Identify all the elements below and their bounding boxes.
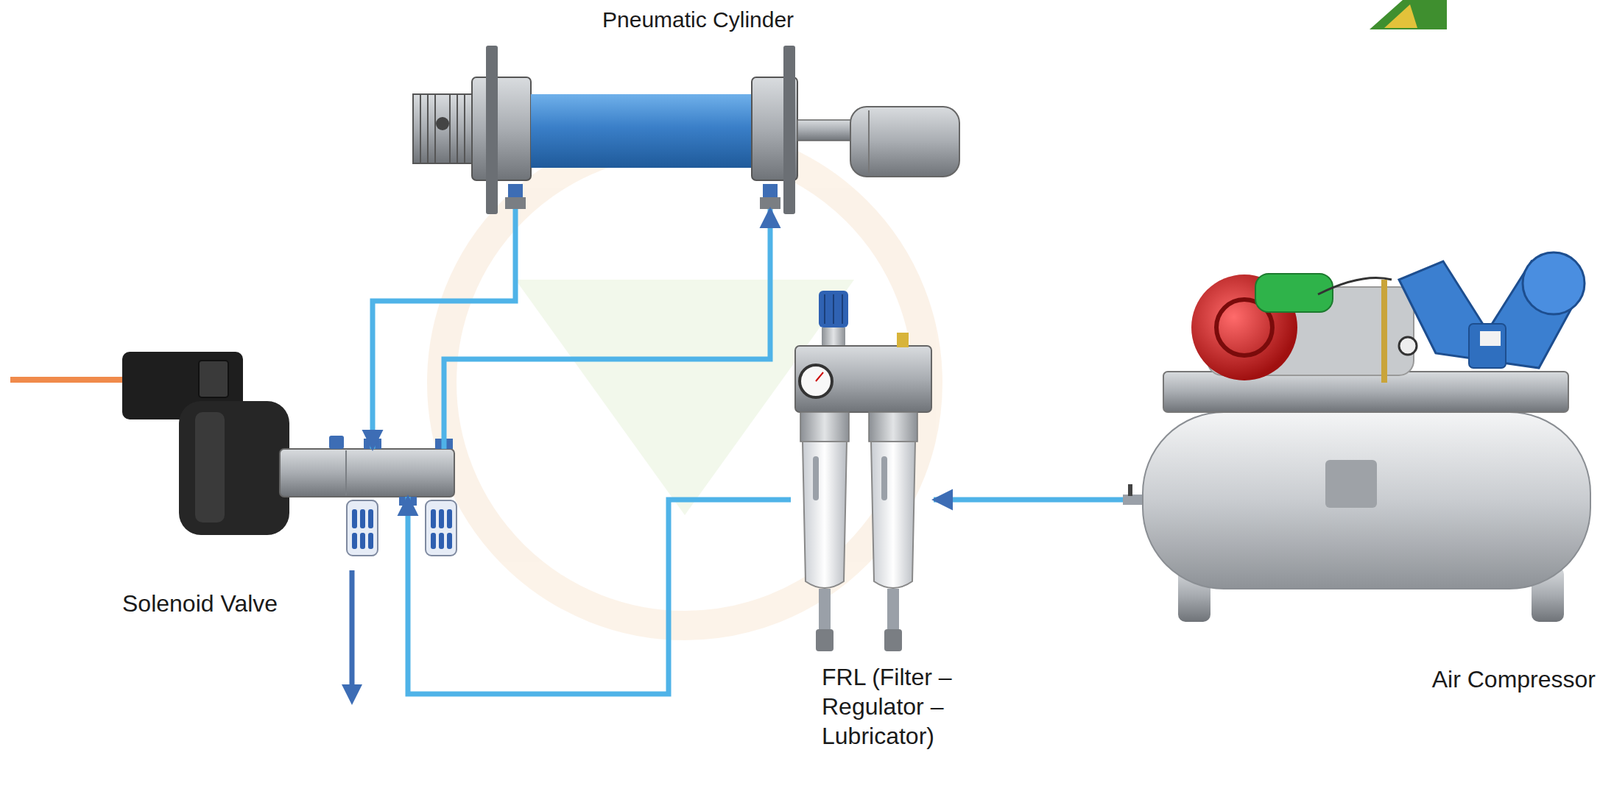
component-label: Solenoid Valve xyxy=(122,589,278,619)
component-label: Air Compressor xyxy=(1432,664,1596,695)
air-line xyxy=(407,497,791,695)
component: Solenoid Valve xyxy=(285,449,455,498)
component-label: FRL (Filter – Regulator – Lubricator) xyxy=(821,662,999,752)
air-line xyxy=(372,209,516,450)
air-line xyxy=(933,497,1123,503)
air-line xyxy=(443,209,771,450)
component: Pneumatic Cylinder xyxy=(413,45,960,210)
component-label: Pneumatic Cylinder xyxy=(602,5,794,34)
component: Air Compressor xyxy=(1122,259,1592,623)
component: FRL (Filter – Regulator – Lubricator) xyxy=(790,290,934,654)
